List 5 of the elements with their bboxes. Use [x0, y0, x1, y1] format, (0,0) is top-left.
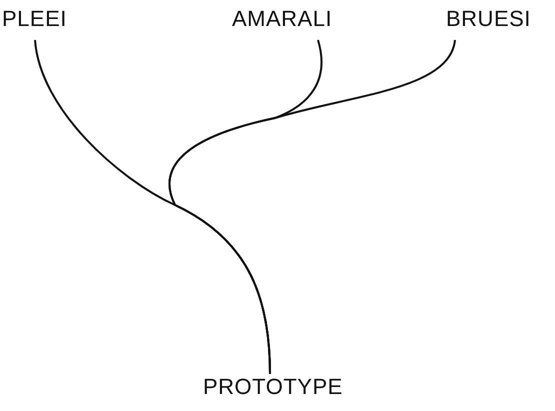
taxon-label: PROTOTYPE — [203, 374, 343, 400]
taxon-label: AMARALI — [232, 6, 332, 32]
taxon-label: PLEEI — [2, 6, 67, 32]
taxon-label: BRUESI — [446, 6, 531, 32]
tree-branch — [168, 40, 456, 374]
